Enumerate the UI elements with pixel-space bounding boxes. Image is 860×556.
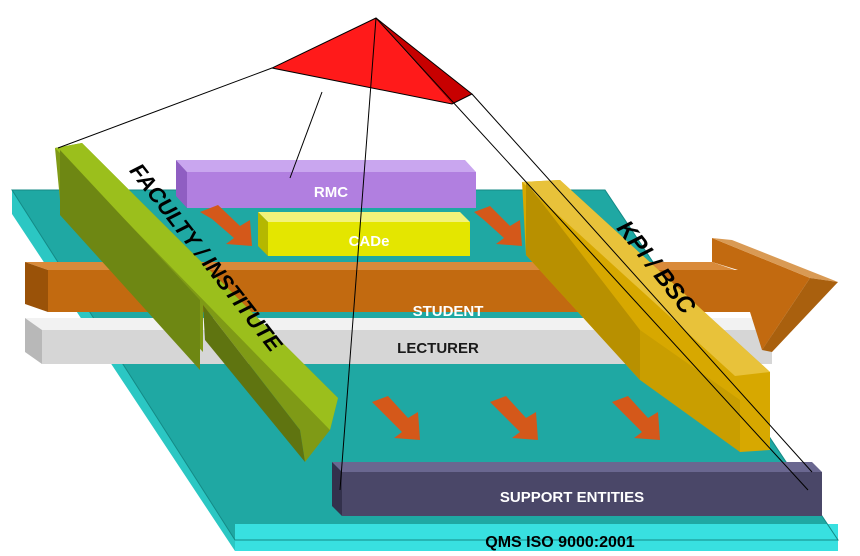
student-label: STUDENT xyxy=(413,303,484,320)
flow-arrow-lower-right xyxy=(612,396,660,440)
support-entities-block: SUPPORT ENTITIES xyxy=(332,462,822,516)
lecturer-label: LECTURER xyxy=(397,340,479,357)
flow-arrow-lower-left xyxy=(372,396,420,440)
support-label: SUPPORT ENTITIES xyxy=(500,489,644,506)
flow-arrow-lower-middle xyxy=(490,396,538,440)
rmc-label: RMC xyxy=(314,184,348,201)
flow-arrow-upper-right xyxy=(474,206,522,246)
pyramid-top xyxy=(270,17,473,105)
flow-arrow-upper-left xyxy=(200,205,252,246)
faculty-institute-bar: FACULTY / INSTITUTE xyxy=(55,143,338,462)
qms-label: QMS ISO 9000:2001 xyxy=(485,534,635,551)
pyramid-connector-lines xyxy=(57,17,813,491)
cade-block: CADe xyxy=(258,212,470,256)
kpi-bsc-bar: KPI / BSC xyxy=(522,180,770,452)
rmc-block: RMC xyxy=(176,160,476,208)
cade-label: CADe xyxy=(349,233,390,250)
